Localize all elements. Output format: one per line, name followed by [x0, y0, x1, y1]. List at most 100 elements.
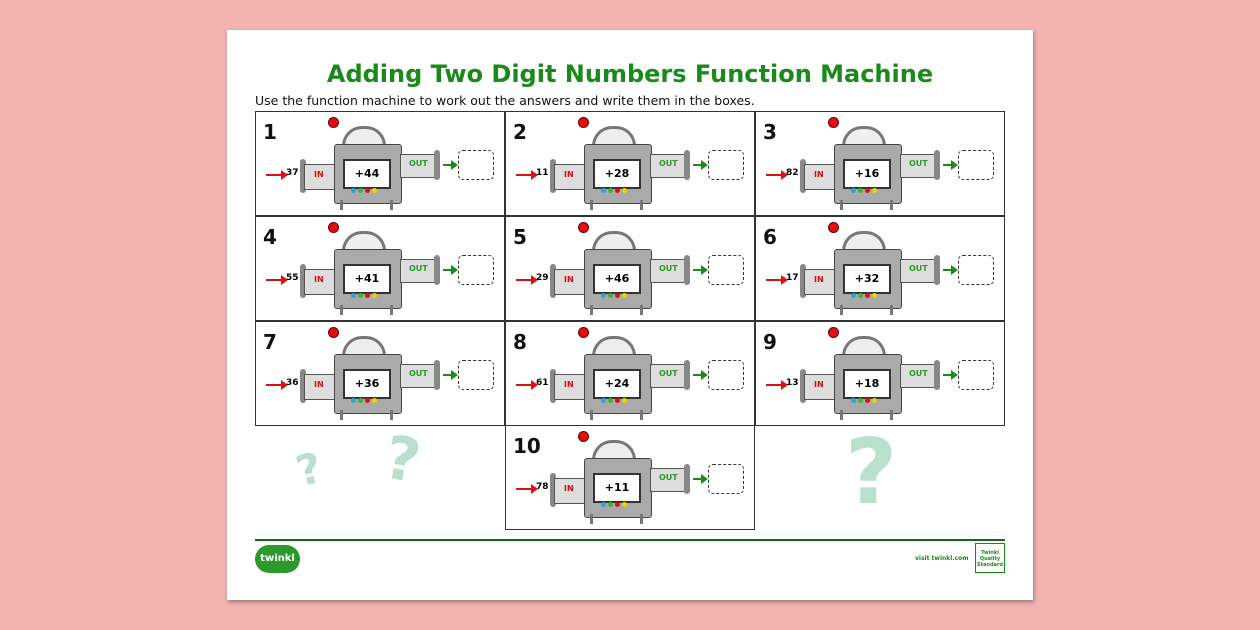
question-cell: 10 78 IN +11 OUT [505, 425, 755, 530]
machine-dome [592, 231, 636, 254]
machine-dome [842, 336, 886, 359]
out-label: OUT [659, 473, 678, 482]
answer-box[interactable] [458, 360, 494, 390]
machine-buttons [601, 398, 629, 403]
rule-screen: +28 [593, 159, 641, 189]
pipe-cap [434, 255, 440, 285]
input-pipe [554, 374, 588, 400]
input-arrow-icon [516, 275, 538, 285]
rule-screen: +32 [843, 264, 891, 294]
question-grid: 1 37 IN +44 OUT 2 11 IN +28 OUT 3 82 IN … [255, 111, 1005, 530]
output-pipe [400, 259, 440, 283]
machine-leg [890, 200, 893, 210]
pipe-cap [684, 150, 690, 180]
question-number: 7 [263, 330, 277, 354]
machine-buttons [351, 188, 379, 193]
input-pipe [554, 164, 588, 190]
answer-box[interactable] [708, 255, 744, 285]
antenna-icon [578, 431, 589, 442]
machine-dome [592, 336, 636, 359]
antenna-icon [578, 327, 589, 338]
machine-buttons [351, 398, 379, 403]
in-label: IN [314, 380, 324, 389]
input-value: 55 [286, 273, 299, 283]
worksheet-page: Adding Two Digit Numbers Function Machin… [227, 30, 1033, 600]
input-value: 11 [536, 168, 549, 178]
machine-dome [342, 231, 386, 254]
input-arrow-icon [266, 170, 288, 180]
question-number: 1 [263, 120, 277, 144]
input-arrow-icon [266, 275, 288, 285]
output-arrow-icon [693, 160, 708, 170]
twinkl-logo: twinkl [255, 545, 300, 573]
output-arrow-icon [693, 265, 708, 275]
input-arrow-icon [766, 275, 788, 285]
rule-screen: +44 [343, 159, 391, 189]
pipe-cap [684, 255, 690, 285]
answer-box[interactable] [708, 464, 744, 494]
machine-leg [340, 410, 343, 420]
out-label: OUT [409, 264, 428, 273]
answer-box[interactable] [458, 255, 494, 285]
input-value: 36 [286, 378, 299, 388]
out-label: OUT [659, 159, 678, 168]
question-cell: 3 82 IN +16 OUT [755, 111, 1005, 216]
output-arrow-icon [443, 265, 458, 275]
output-pipe [650, 154, 690, 178]
pipe-cap [300, 159, 306, 193]
input-value: 37 [286, 168, 299, 178]
question-number: 6 [763, 225, 777, 249]
question-number: 10 [513, 434, 541, 458]
input-arrow-icon [766, 170, 788, 180]
machine-buttons [851, 293, 879, 298]
out-label: OUT [659, 264, 678, 273]
machine-leg [390, 305, 393, 315]
pipe-cap [800, 264, 806, 298]
machine-dome [842, 126, 886, 149]
antenna-icon [828, 327, 839, 338]
pipe-cap [550, 264, 556, 298]
in-label: IN [564, 170, 574, 179]
out-label: OUT [909, 159, 928, 168]
antenna-icon [578, 222, 589, 233]
answer-box[interactable] [708, 360, 744, 390]
input-pipe [304, 374, 338, 400]
footer-divider [255, 539, 1005, 541]
pipe-cap [800, 159, 806, 193]
machine-leg [390, 410, 393, 420]
machine-dome [342, 336, 386, 359]
in-label: IN [314, 275, 324, 284]
machine-leg [840, 410, 843, 420]
rule-screen: +11 [593, 473, 641, 503]
antenna-icon [328, 117, 339, 128]
answer-box[interactable] [958, 360, 994, 390]
input-value: 78 [536, 482, 549, 492]
quality-badge: Twinkl Quality Standard [975, 543, 1005, 573]
machine-leg [640, 410, 643, 420]
answer-box[interactable] [708, 150, 744, 180]
in-label: IN [814, 380, 824, 389]
machine-dome [842, 231, 886, 254]
question-cell: 1 37 IN +44 OUT [255, 111, 505, 216]
visit-link[interactable]: visit twinkl.com [915, 555, 969, 562]
input-value: 82 [786, 168, 799, 178]
rule-screen: +18 [843, 369, 891, 399]
pipe-cap [934, 150, 940, 180]
pipe-cap [684, 360, 690, 390]
rule-screen: +36 [343, 369, 391, 399]
machine-leg [590, 410, 593, 420]
output-arrow-icon [443, 160, 458, 170]
output-pipe [650, 468, 690, 492]
input-value: 29 [536, 273, 549, 283]
answer-box[interactable] [958, 150, 994, 180]
instructions: Use the function machine to work out the… [255, 93, 755, 108]
input-arrow-icon [266, 380, 288, 390]
machine-leg [840, 305, 843, 315]
out-label: OUT [909, 264, 928, 273]
pipe-cap [550, 159, 556, 193]
answer-box[interactable] [458, 150, 494, 180]
answer-box[interactable] [958, 255, 994, 285]
machine-dome [592, 126, 636, 149]
input-arrow-icon [516, 484, 538, 494]
machine-leg [640, 305, 643, 315]
